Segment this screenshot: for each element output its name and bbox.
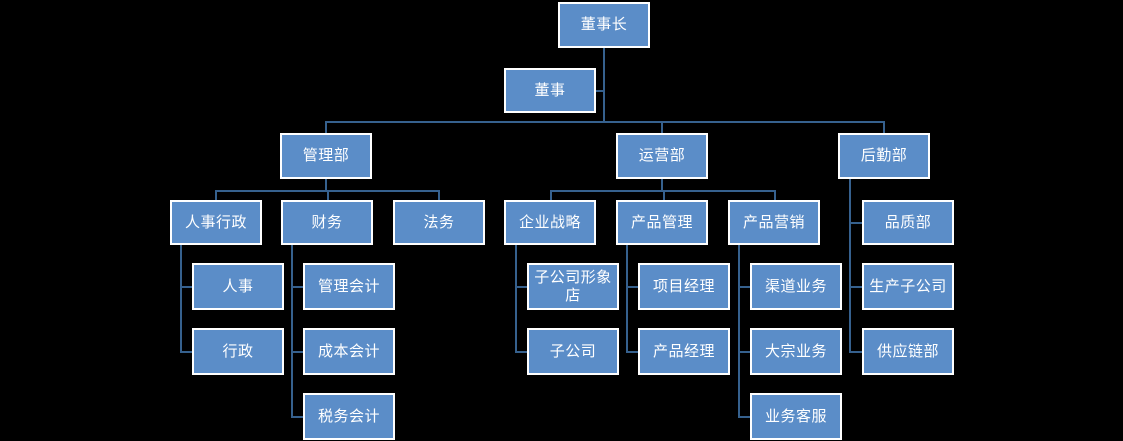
org-node-n16[interactable]: 项目经理: [638, 263, 730, 310]
connector-line: [327, 190, 329, 202]
org-node-n20[interactable]: 成本会计: [303, 328, 395, 375]
connector-line: [325, 121, 885, 123]
org-node-n15[interactable]: 子公司形象店: [527, 263, 619, 310]
connector-line: [738, 416, 751, 418]
connector-line: [515, 351, 528, 353]
connector-line: [663, 190, 665, 202]
org-node-n26[interactable]: 业务客服: [750, 393, 842, 440]
connector-line: [849, 351, 863, 353]
connector-line: [550, 190, 774, 192]
connector-line: [515, 245, 517, 352]
connector-line: [180, 245, 182, 352]
connector-line: [325, 121, 327, 135]
connector-line: [626, 286, 639, 288]
org-node-n4[interactable]: 运营部: [616, 133, 708, 179]
connector-line: [849, 179, 851, 351]
org-node-n13[interactable]: 人事: [192, 263, 284, 310]
org-node-n24[interactable]: 供应链部: [862, 328, 954, 375]
connector-line: [291, 245, 293, 417]
connector-line: [215, 190, 217, 202]
org-node-n5[interactable]: 后勤部: [838, 133, 930, 179]
org-node-n22[interactable]: 产品经理: [638, 328, 730, 375]
connector-line: [550, 190, 552, 202]
org-node-n7[interactable]: 财务: [281, 200, 373, 245]
connector-line: [596, 90, 605, 92]
connector-line: [774, 190, 776, 202]
connector-line: [626, 245, 628, 352]
connector-line: [180, 351, 193, 353]
org-node-n1[interactable]: 董事长: [558, 2, 650, 48]
org-node-n23[interactable]: 大宗业务: [750, 328, 842, 375]
connector-line: [661, 179, 663, 190]
org-node-n14[interactable]: 管理会计: [303, 263, 395, 310]
connector-line: [603, 48, 605, 121]
org-node-n25[interactable]: 税务会计: [303, 393, 395, 440]
connector-line: [291, 286, 304, 288]
connector-line: [849, 286, 863, 288]
connector-line: [626, 351, 639, 353]
connector-line: [515, 286, 528, 288]
org-node-n12[interactable]: 品质部: [862, 200, 954, 245]
org-node-n19[interactable]: 行政: [192, 328, 284, 375]
org-node-n21[interactable]: 子公司: [527, 328, 619, 375]
connector-line: [738, 245, 740, 417]
connector-line: [291, 351, 304, 353]
connector-line: [325, 179, 327, 190]
connector-line: [849, 222, 863, 224]
org-node-n10[interactable]: 产品管理: [616, 200, 708, 245]
org-node-n11[interactable]: 产品营销: [728, 200, 820, 245]
org-node-n6[interactable]: 人事行政: [170, 200, 262, 245]
org-node-n3[interactable]: 管理部: [280, 133, 372, 179]
connector-line: [738, 351, 751, 353]
connector-line: [180, 286, 193, 288]
connector-line: [291, 416, 304, 418]
org-node-n9[interactable]: 企业战略: [504, 200, 596, 245]
org-node-n2[interactable]: 董事: [504, 68, 596, 113]
connector-line: [883, 121, 885, 135]
connector-line: [438, 190, 440, 202]
connector-line: [738, 286, 751, 288]
org-node-n8[interactable]: 法务: [393, 200, 485, 245]
org-node-n17[interactable]: 渠道业务: [750, 263, 842, 310]
connector-line: [661, 121, 663, 135]
org-node-n18[interactable]: 生产子公司: [862, 263, 954, 310]
